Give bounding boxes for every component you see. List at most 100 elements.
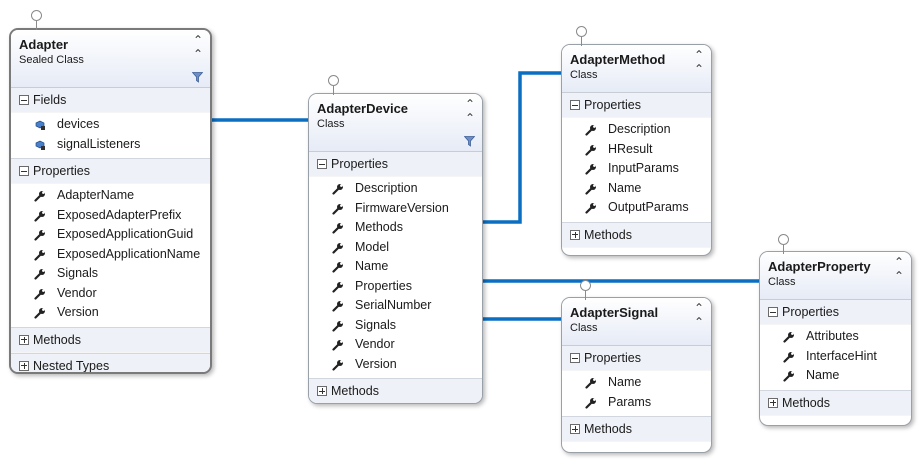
property-member[interactable]: FirmwareVersion (309, 199, 482, 219)
class-header[interactable]: AdapterSignal Class ⌃⌃ (562, 298, 711, 346)
class-kind: Class (768, 276, 796, 288)
property-member[interactable]: Signals (309, 316, 482, 336)
collapse-section-toggle[interactable] (768, 307, 778, 317)
member-label: Name (355, 259, 389, 273)
property-member[interactable]: SerialNumber (309, 296, 482, 316)
wrench-property-icon (783, 351, 794, 363)
class-header[interactable]: AdapterMethod Class ⌃⌃ (562, 45, 711, 93)
property-member[interactable]: Description (309, 179, 482, 199)
collapse-section-toggle[interactable] (317, 159, 327, 169)
double-chevron-up-icon[interactable]: ⌃⌃ (893, 255, 904, 283)
property-member[interactable]: HResult (562, 140, 711, 160)
section-properties[interactable]: Properties (562, 346, 711, 371)
expand-section-toggle[interactable] (19, 360, 29, 371)
section-methods[interactable]: Methods (760, 389, 911, 416)
section-label: Properties (584, 351, 641, 365)
class-header[interactable]: Adapter Sealed Class ⌃⌃ (11, 30, 210, 88)
section-methods[interactable]: Methods (562, 416, 711, 442)
property-member[interactable]: Properties (309, 277, 482, 297)
section-label: Properties (331, 157, 388, 171)
class-kind: Sealed Class (19, 54, 84, 66)
wrench-property-icon (332, 184, 343, 195)
member-label: Description (355, 181, 418, 195)
property-member[interactable]: Params (562, 393, 711, 413)
property-member[interactable]: Name (760, 366, 911, 386)
property-member[interactable]: Attributes (760, 327, 911, 347)
wrench-property-icon (585, 378, 596, 389)
section-properties[interactable]: Properties (11, 158, 210, 184)
collapse-section-toggle[interactable] (19, 166, 29, 176)
property-member[interactable]: Version (11, 303, 210, 323)
property-member[interactable]: OutputParams (562, 198, 711, 218)
property-member[interactable]: Name (562, 373, 711, 393)
property-member[interactable]: Description (562, 120, 711, 140)
class-kind: Class (570, 69, 598, 81)
section-properties[interactable]: Properties (562, 93, 711, 118)
section-properties[interactable]: Properties (760, 300, 911, 325)
collapse-section-toggle[interactable] (570, 353, 580, 363)
property-member[interactable]: Model (309, 238, 482, 258)
expand-section-toggle[interactable] (317, 386, 327, 396)
member-label: InterfaceHint (806, 348, 877, 363)
section-methods[interactable]: Methods (562, 221, 711, 248)
properties-list: Name Params (562, 371, 711, 416)
property-member[interactable]: Vendor (309, 335, 482, 355)
double-chevron-up-icon[interactable]: ⌃⌃ (464, 97, 475, 125)
wrench-property-icon (332, 281, 343, 293)
property-member[interactable]: ExposedApplicationGuid (11, 225, 210, 245)
wrench-property-icon (34, 230, 45, 241)
member-label: Version (355, 356, 397, 371)
member-label: Name (608, 180, 642, 195)
expand-section-toggle[interactable] (570, 229, 580, 240)
property-member[interactable]: AdapterName (11, 186, 210, 206)
section-properties[interactable]: Properties (309, 152, 482, 177)
property-member[interactable]: InputParams (562, 159, 711, 179)
wrench-property-icon (585, 183, 596, 195)
member-label: FirmwareVersion (355, 200, 449, 215)
property-member[interactable]: Methods (309, 218, 482, 238)
property-member[interactable]: Name (562, 179, 711, 199)
property-member[interactable]: ExposedAdapterPrefix (11, 206, 210, 226)
wrench-property-icon (34, 288, 45, 300)
class-box-adaptersignal[interactable]: AdapterSignal Class ⌃⌃ Properties Name P… (561, 297, 712, 453)
field-member[interactable]: devices (11, 115, 210, 135)
class-header[interactable]: AdapterDevice Class ⌃⌃ (309, 94, 482, 152)
section-methods[interactable]: Methods (309, 378, 482, 403)
property-member[interactable]: InterfaceHint (760, 347, 911, 367)
expand-section-toggle[interactable] (19, 334, 29, 345)
member-label: devices (57, 117, 100, 131)
class-box-adapterproperty[interactable]: AdapterProperty Class ⌃⌃ Properties Attr… (759, 251, 912, 426)
filter-icon[interactable] (192, 72, 203, 83)
wrench-property-icon (34, 269, 45, 280)
section-fields[interactable]: Fields (11, 88, 210, 113)
member-label: Model (355, 239, 390, 254)
filter-icon[interactable] (464, 136, 475, 147)
wrench-property-icon (783, 371, 794, 382)
wrench-property-icon (332, 301, 343, 312)
class-box-adaptermethod[interactable]: AdapterMethod Class ⌃⌃ Properties Descri… (561, 44, 712, 256)
wrench-property-icon (332, 359, 343, 371)
member-label: AdapterName (57, 188, 135, 202)
property-member[interactable]: Vendor (11, 284, 210, 304)
collapse-section-toggle[interactable] (19, 95, 29, 105)
double-chevron-up-icon[interactable]: ⌃⌃ (693, 48, 704, 76)
wrench-property-icon (332, 203, 343, 215)
property-member[interactable]: Signals (11, 264, 210, 284)
double-chevron-up-icon[interactable]: ⌃⌃ (693, 301, 704, 329)
property-member[interactable]: ExposedApplicationName (11, 245, 210, 265)
property-member[interactable]: Name (309, 257, 482, 277)
class-box-adapter[interactable]: Adapter Sealed Class ⌃⌃ Fields devices s… (9, 28, 212, 374)
field-member[interactable]: signalListeners (11, 135, 210, 155)
section-nested-types[interactable]: Nested Types (11, 352, 210, 372)
double-chevron-up-icon[interactable]: ⌃⌃ (192, 33, 203, 61)
class-box-adapterdevice[interactable]: AdapterDevice Class ⌃⌃ Properties Descri… (308, 93, 483, 404)
class-header[interactable]: AdapterProperty Class ⌃⌃ (760, 252, 911, 300)
member-label: InputParams (608, 161, 679, 175)
properties-list: AdapterName ExposedAdapterPrefix Exposed… (11, 184, 210, 327)
field-icon (35, 140, 45, 150)
expand-section-toggle[interactable] (768, 397, 778, 408)
collapse-section-toggle[interactable] (570, 100, 580, 110)
expand-section-toggle[interactable] (570, 424, 580, 434)
section-methods[interactable]: Methods (11, 326, 210, 353)
property-member[interactable]: Version (309, 355, 482, 375)
